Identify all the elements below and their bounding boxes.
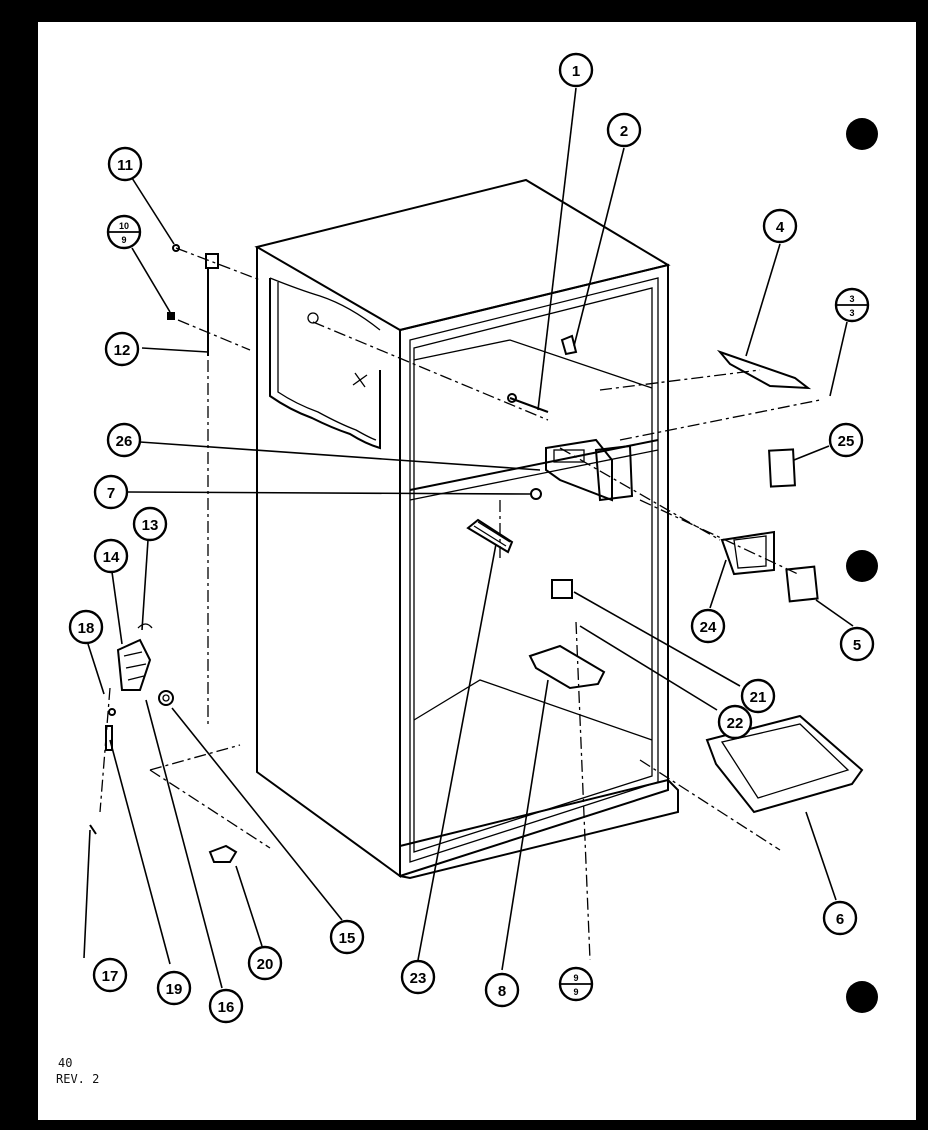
callout-6: 6 — [822, 900, 858, 936]
callout-23: 23 — [400, 959, 436, 995]
svg-text:10: 10 — [119, 221, 129, 231]
callout-3-over-3: 3 3 — [834, 287, 870, 323]
svg-text:3: 3 — [849, 294, 854, 304]
callout-2: 2 — [606, 112, 642, 148]
svg-text:13: 13 — [142, 517, 159, 534]
callout-24: 24 — [690, 608, 726, 644]
svg-text:11: 11 — [117, 157, 133, 174]
svg-text:9: 9 — [573, 973, 578, 983]
svg-text:8: 8 — [498, 983, 506, 1000]
callout-19: 19 — [156, 970, 192, 1006]
callout-12: 12 — [104, 331, 140, 367]
svg-text:1: 1 — [572, 63, 580, 80]
punch-hole-middle — [846, 550, 878, 582]
svg-text:6: 6 — [836, 911, 844, 928]
punch-hole-top — [846, 118, 878, 150]
svg-text:25: 25 — [838, 433, 855, 450]
callout-17: 17 — [92, 957, 128, 993]
callout-14: 14 — [93, 538, 129, 574]
svg-text:22: 22 — [727, 715, 744, 732]
revision-label: REV. 2 — [56, 1072, 100, 1086]
callout-18: 18 — [68, 609, 104, 645]
svg-text:9: 9 — [573, 987, 578, 997]
callout-15: 15 — [329, 919, 365, 955]
svg-text:5: 5 — [853, 637, 861, 654]
svg-text:23: 23 — [410, 970, 427, 987]
svg-text:15: 15 — [339, 930, 356, 947]
svg-text:16: 16 — [218, 999, 235, 1016]
callout-21: 21 — [740, 678, 776, 714]
component-parts — [89, 244, 864, 863]
callout-1: 1 — [558, 52, 594, 88]
svg-text:4: 4 — [776, 219, 785, 236]
svg-text:12: 12 — [114, 342, 131, 359]
svg-text:24: 24 — [700, 619, 717, 636]
callout-26: 26 — [106, 422, 142, 458]
svg-text:9: 9 — [121, 235, 126, 245]
punch-hole-bottom — [846, 981, 878, 1013]
svg-text:26: 26 — [116, 433, 133, 450]
callout-8: 8 — [484, 972, 520, 1008]
svg-text:20: 20 — [257, 956, 274, 973]
refrigerator-cabinet — [254, 178, 679, 880]
callout-16: 16 — [208, 988, 244, 1024]
callout-4: 4 — [762, 208, 798, 244]
svg-text:18: 18 — [78, 620, 95, 637]
svg-text:21: 21 — [750, 689, 767, 706]
callout-25: 25 — [828, 422, 864, 458]
leader-lines — [83, 87, 854, 989]
callout-10-over-9: 10 9 — [106, 214, 142, 250]
callout-9-over-9: 9 9 — [558, 966, 594, 1002]
callout-5: 5 — [839, 626, 875, 662]
callout-11: 11 — [107, 146, 143, 182]
svg-text:3: 3 — [849, 308, 854, 318]
callout-22: 22 — [717, 704, 753, 740]
svg-text:7: 7 — [107, 485, 115, 502]
page-number: 40 — [58, 1056, 73, 1070]
callout-20: 20 — [247, 945, 283, 981]
svg-text:14: 14 — [103, 549, 120, 566]
svg-text:17: 17 — [102, 968, 119, 985]
svg-text:2: 2 — [620, 123, 628, 140]
svg-text:19: 19 — [166, 981, 183, 998]
callout-13: 13 — [132, 506, 168, 542]
callout-7: 7 — [93, 474, 129, 510]
